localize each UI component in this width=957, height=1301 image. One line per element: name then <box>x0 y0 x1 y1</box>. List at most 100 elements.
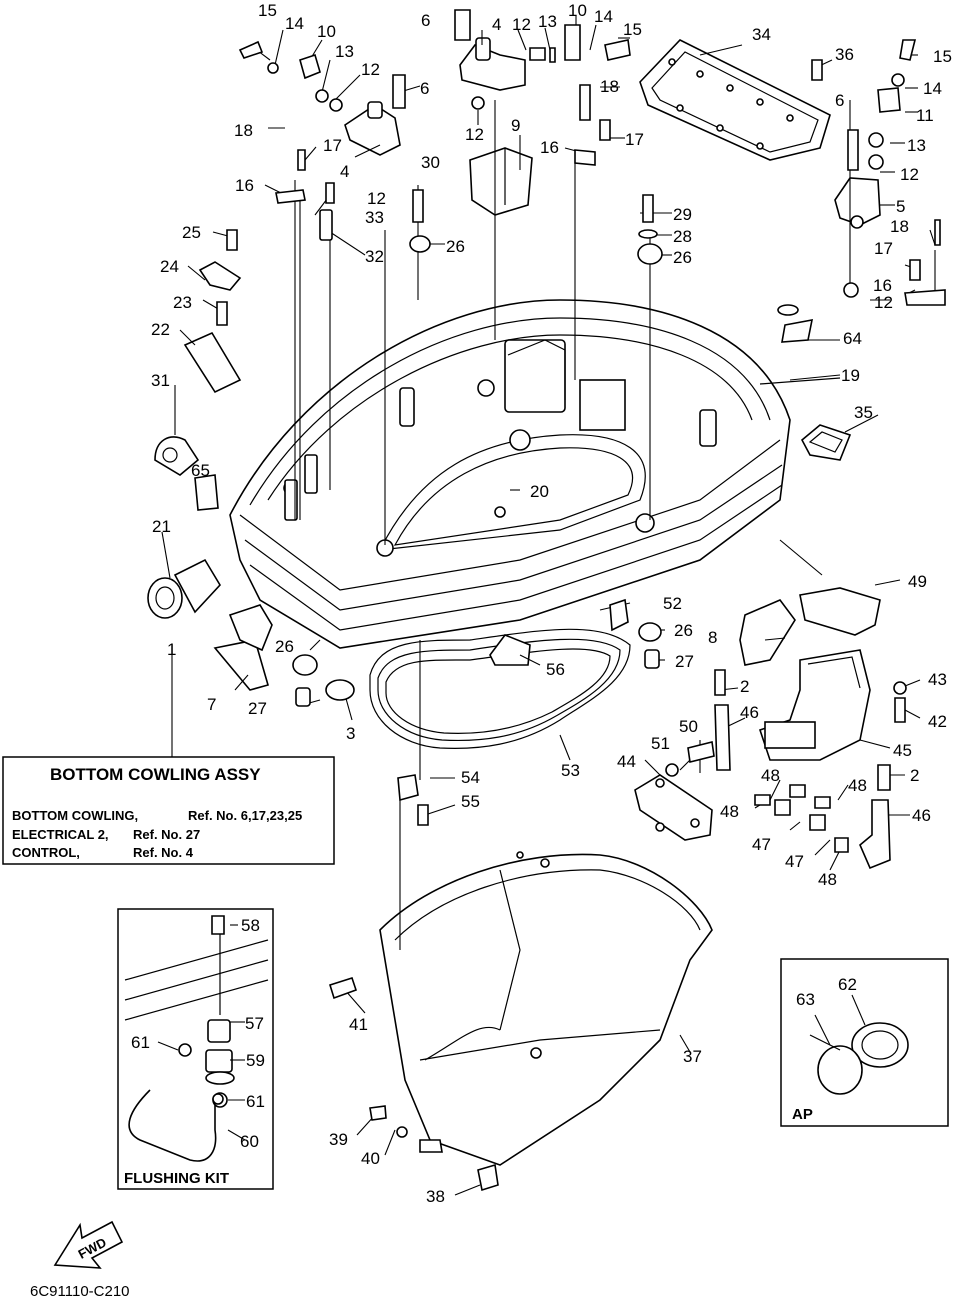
assy-row3-label: CONTROL, <box>12 845 80 860</box>
housing-5 <box>834 177 881 229</box>
callout-52: 52 <box>663 594 682 613</box>
callout-18: 18 <box>234 121 253 140</box>
assy-row2-ref: Ref. No. 27 <box>133 827 200 842</box>
callout-9: 9 <box>511 116 520 135</box>
callout-16c: 16 <box>873 276 892 295</box>
callout-58: 58 <box>241 916 260 935</box>
callout-42: 42 <box>928 712 947 731</box>
callout-34: 34 <box>752 25 771 44</box>
fwd-arrow-icon <box>53 1220 124 1269</box>
callout-13c: 13 <box>907 136 926 155</box>
callout-6: 6 <box>421 11 430 30</box>
duct-45 <box>758 649 871 761</box>
callout-14b: 14 <box>594 7 613 26</box>
callout-63: 63 <box>796 990 815 1009</box>
callout-48d: 48 <box>818 870 837 889</box>
callout-12d: 12 <box>367 189 386 208</box>
callout-33: 33 <box>365 208 384 227</box>
callout-48c: 48 <box>848 776 867 795</box>
callout-25: 25 <box>182 223 201 242</box>
callout-4b: 4 <box>340 162 349 181</box>
callout-1: 1 <box>167 640 176 659</box>
callout-12: 12 <box>361 60 380 79</box>
assy-row2-label: ELECTRICAL 2, <box>12 827 109 842</box>
callout-46: 46 <box>740 703 759 722</box>
callout-20: 20 <box>530 482 549 501</box>
callout-59: 59 <box>246 1051 265 1070</box>
connector-31 <box>154 436 200 476</box>
callout-51: 51 <box>651 734 670 753</box>
callout-44: 44 <box>617 752 636 771</box>
callout-26: 26 <box>446 237 465 256</box>
callout-18c: 18 <box>890 217 909 236</box>
callout-11: 11 <box>916 106 934 125</box>
callout-14c: 14 <box>923 79 942 98</box>
callout-53: 53 <box>561 761 580 780</box>
callout-22: 22 <box>151 320 170 339</box>
callout-23: 23 <box>173 293 192 312</box>
callout-48: 48 <box>761 766 780 785</box>
guide-lines <box>294 100 936 950</box>
callout-55: 55 <box>461 792 480 811</box>
callout-61: 61 <box>131 1033 150 1052</box>
bracket-8 <box>739 599 796 666</box>
callout-26d: 26 <box>275 637 294 656</box>
callout-10b: 10 <box>568 1 587 20</box>
bracket-49 <box>799 587 881 636</box>
callout-17c: 17 <box>874 239 893 258</box>
callout-50: 50 <box>679 717 698 736</box>
callout-2: 2 <box>740 677 749 696</box>
callout-5: 5 <box>896 197 905 216</box>
assy-row1-label: BOTTOM COWLING, <box>12 808 138 823</box>
callout-15: 15 <box>258 1 277 20</box>
callout-13b: 13 <box>538 12 557 31</box>
callout-40: 40 <box>361 1149 380 1168</box>
callout-39: 39 <box>329 1130 348 1149</box>
callout-38: 38 <box>426 1187 445 1206</box>
callout-35: 35 <box>854 403 873 422</box>
callout-54: 54 <box>461 768 480 787</box>
callout-37: 37 <box>683 1047 702 1066</box>
connector-21 <box>147 558 221 619</box>
callout-19: 19 <box>841 366 860 385</box>
callout-3: 3 <box>346 724 355 743</box>
flushing-kit-inset <box>117 908 274 1190</box>
callout-13: 13 <box>335 42 354 61</box>
callout-48b: 48 <box>720 802 739 821</box>
bracket-22 <box>183 331 242 394</box>
callout-30: 30 <box>421 153 440 172</box>
callout-16: 16 <box>235 176 254 195</box>
callout-60: 60 <box>240 1132 259 1151</box>
apron-37 <box>379 851 713 1166</box>
callout-31: 31 <box>151 371 170 390</box>
assy-table <box>2 756 335 865</box>
callout-28: 28 <box>673 227 692 246</box>
callout-12e: 12 <box>900 165 919 184</box>
callout-56: 56 <box>546 660 565 679</box>
callout-36: 36 <box>835 45 854 64</box>
ap-label: AP <box>792 1106 813 1123</box>
callout-26b: 26 <box>673 248 692 267</box>
ap-inset <box>780 958 949 1127</box>
callout-6c: 6 <box>835 91 844 110</box>
assy-title: BOTTOM COWLING ASSY <box>50 765 261 784</box>
callout-labels: 1 2 2 3 4 4 5 6 6 6 7 8 9 10 10 11 12 12… <box>131 1 952 1206</box>
callout-64: 64 <box>843 329 862 348</box>
callout-49: 49 <box>908 572 927 591</box>
callout-65: 65 <box>191 461 210 480</box>
callout-17: 17 <box>323 136 342 155</box>
callout-21: 21 <box>152 517 171 536</box>
callout-17b: 17 <box>625 130 644 149</box>
callout-24: 24 <box>160 257 179 276</box>
callout-15b: 15 <box>623 20 642 39</box>
callout-62: 62 <box>838 975 857 994</box>
bracket-7 <box>213 639 269 691</box>
bracket-7b <box>228 604 273 652</box>
callout-27b: 27 <box>248 699 267 718</box>
callout-12f: 12 <box>874 293 893 312</box>
callout-46b: 46 <box>912 806 931 825</box>
bottom-cowling-body <box>229 299 791 649</box>
callout-26c: 26 <box>674 621 693 640</box>
callout-12c: 12 <box>465 125 484 144</box>
